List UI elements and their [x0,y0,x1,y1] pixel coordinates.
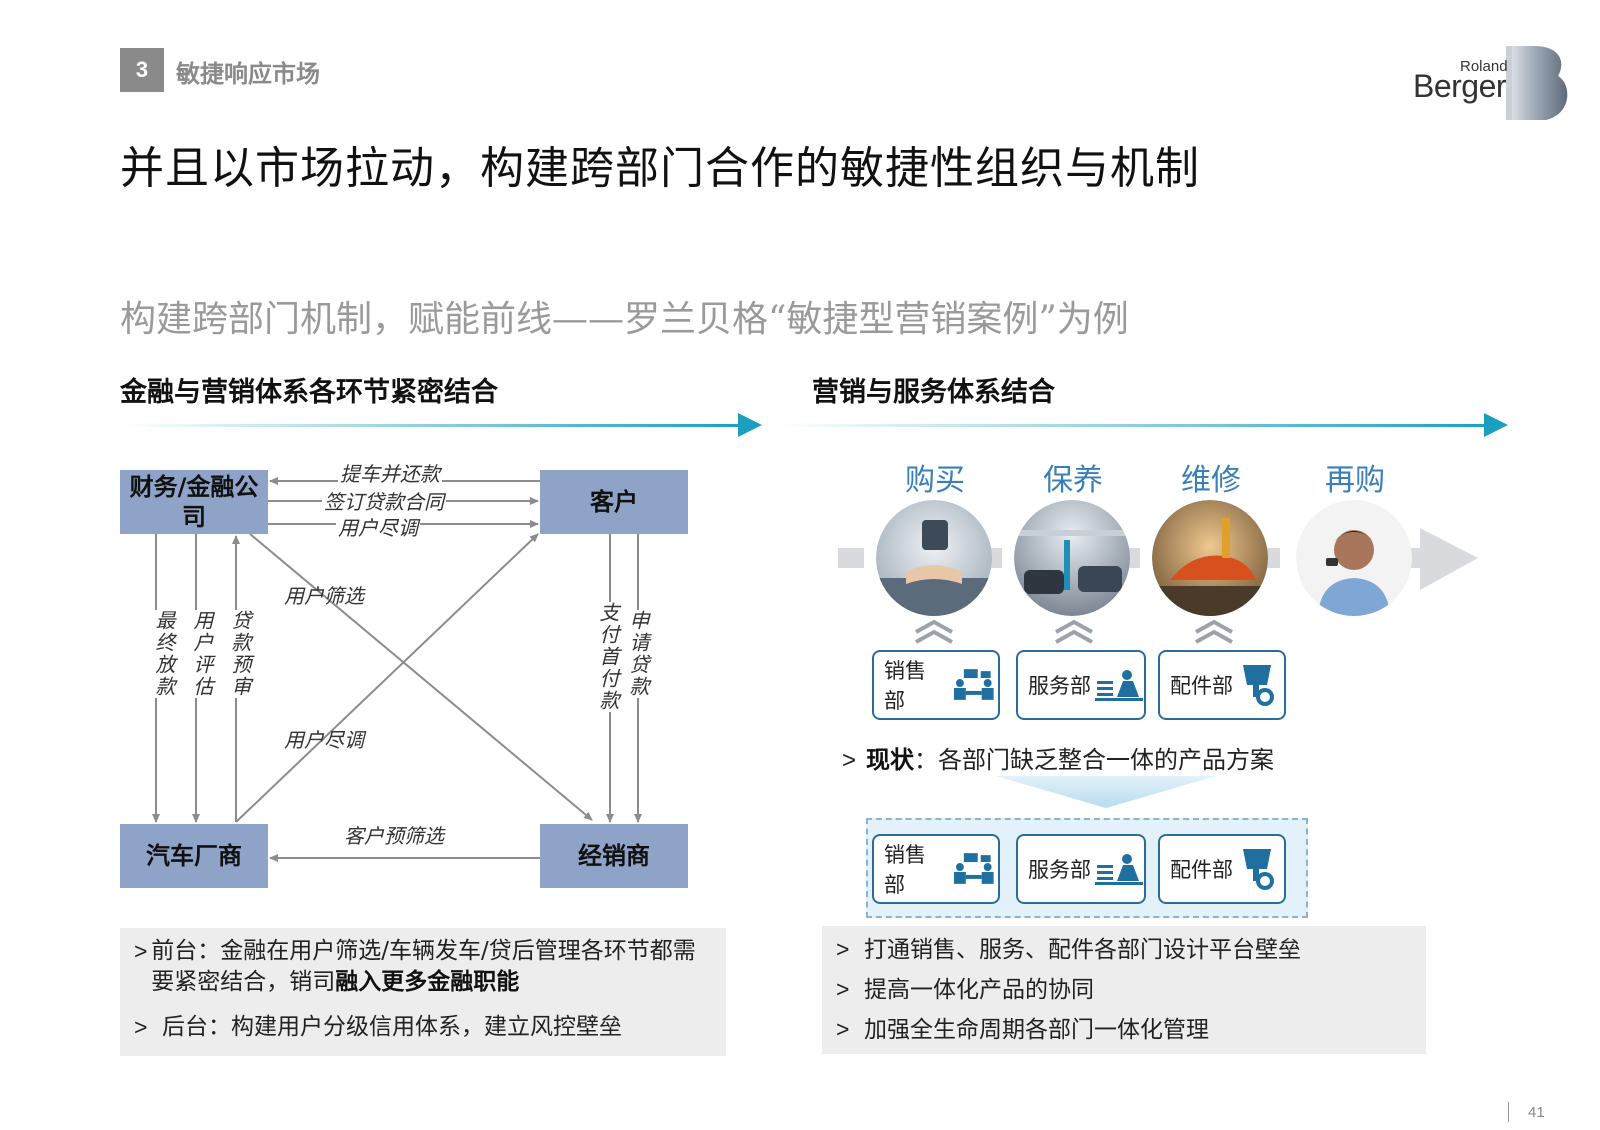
stage-purchase: 购买 [905,463,965,498]
right-bullet-1-text: 打通销售、服务、配件各部门设计平台壁垒 [864,937,1301,963]
label-apply-loan: 申请贷款 [624,610,653,698]
label-due-diligence-mid: 用户尽调 [284,728,364,752]
dept-sales-current: 销售部 [872,650,1000,720]
bullet-marker: > [836,976,850,1002]
parts-tag-icon [1243,665,1274,706]
dept-label: 销售部 [884,659,926,713]
page-subtitle: 构建跨部门机制，赋能前线——罗兰贝格“敏捷型营销案例”为例 [120,299,1129,340]
page-number: 41 [1528,1104,1545,1121]
parts-tag-icon [1243,849,1274,890]
label-pre-screening: 客户预筛选 [344,824,444,848]
logo-text-roland: Roland [1460,58,1508,75]
bullet-marker: > [842,747,857,774]
dept-service-integrated: 服务部 [1016,834,1146,904]
sales-team-icon [954,853,995,884]
service-garage-photo [1014,500,1130,616]
dept-label: 服务部 [1028,858,1091,882]
node-oem: 汽车厂商 [120,824,268,888]
label-down-payment: 支付首付款 [594,602,623,712]
status-text: ：各部门缺乏整合一体的产品方案 [914,746,1275,774]
dept-sales-integrated: 销售部 [872,834,1000,904]
logo-text-berger: Berger [1413,68,1507,104]
right-bullet-3-text: 加强全生命周期各部门一体化管理 [864,1017,1209,1043]
right-heading-arrow [775,413,1508,437]
chevron-up-icon [1195,619,1233,644]
bullet-marker: > [134,1014,148,1040]
node-dealer: 经销商 [540,824,688,888]
bullet-marker: > [134,938,148,964]
section-number-badge: 3 [120,48,164,92]
left-bullet-2-text: 后台：构建用户分级信用体系，建立风控壁垒 [162,1014,622,1040]
logo-b-mark [1506,46,1568,120]
label-loan-precheck: 贷款预审 [226,610,255,698]
label-final-loan: 最终放款 [150,610,179,698]
repurchase-customer-photo [1296,500,1412,616]
left-bullet-2: > 后台：构建用户分级信用体系，建立风控壁垒 [134,1012,714,1043]
right-heading: 营销与服务体系结合 [812,377,1055,408]
dept-label: 服务部 [1028,674,1091,698]
chevron-up-icon [915,619,953,644]
right-bullet-3: > 加强全生命周期各部门一体化管理 [836,1014,1209,1046]
left-bullet-1: > 前台：金融在用户筛选/车辆发车/贷后管理各环节都需要紧密结合，销司融入更多金… [134,936,714,998]
dept-label: 配件部 [1170,674,1233,698]
status-line: > 现状：各部门缺乏整合一体的产品方案 [842,740,1274,775]
dept-service-current: 服务部 [1016,650,1146,720]
service-desk-icon [1095,854,1143,885]
roland-berger-logo [1400,44,1580,124]
chevron-up-icon [1055,619,1093,644]
edge-due-diligence-mid [235,533,539,823]
right-bullet-2: > 提高一体化产品的协同 [836,974,1094,1006]
stage-repair: 维修 [1181,463,1241,498]
label-due-diligence-top: 用户尽调 [336,512,420,541]
service-desk-icon [1095,670,1143,701]
dept-parts-current: 配件部 [1158,650,1286,720]
label-user-eval: 用户评估 [188,610,217,698]
page-title: 并且以市场拉动，构建跨部门合作的敏捷性组织与机制 [120,143,1200,194]
dept-label: 销售部 [884,843,926,897]
dept-label: 配件部 [1170,858,1233,882]
page-number-divider [1508,1102,1509,1122]
stage-repurchase: 再购 [1325,463,1385,498]
status-label: 现状 [866,746,915,774]
bullet-marker: > [836,1016,850,1042]
left-summary-panel: > 前台：金融在用户筛选/车辆发车/贷后管理各环节都需要紧密结合，销司融入更多金… [120,928,726,1056]
bullet-marker: > [836,936,850,962]
edge-screening [249,533,593,821]
label-pickup-repay: 提车并还款 [338,458,442,487]
label-sign-contract: 签订贷款合同 [322,486,446,515]
section-title: 敏捷响应市场 [176,60,320,88]
dept-parts-integrated: 配件部 [1158,834,1286,904]
left-heading: 金融与营销体系各环节紧密结合 [120,377,498,408]
stage-maintenance: 保养 [1043,463,1103,498]
right-summary-panel: > 打通销售、服务、配件各部门设计平台壁垒 > 提高一体化产品的协同 > 加强全生命周… [822,926,1426,1054]
right-bullet-2-text: 提高一体化产品的协同 [864,977,1094,1003]
right-bullet-1: > 打通销售、服务、配件各部门设计平台壁垒 [836,934,1301,966]
merge-arrow-icon [996,776,1216,808]
left-heading-arrow [120,413,762,437]
left-bullet-1-text: 前台：金融在用户筛选/车辆发车/贷后管理各环节都需要紧密结合，销司 [151,938,696,996]
sales-team-icon [954,669,995,700]
node-finance-company: 财务/金融公司 [120,470,268,534]
label-screening: 用户筛选 [284,584,364,608]
left-bullet-1-bold: 融入更多金融职能 [335,969,520,996]
node-customer: 客户 [540,470,688,534]
repair-factory-photo [1152,500,1268,616]
